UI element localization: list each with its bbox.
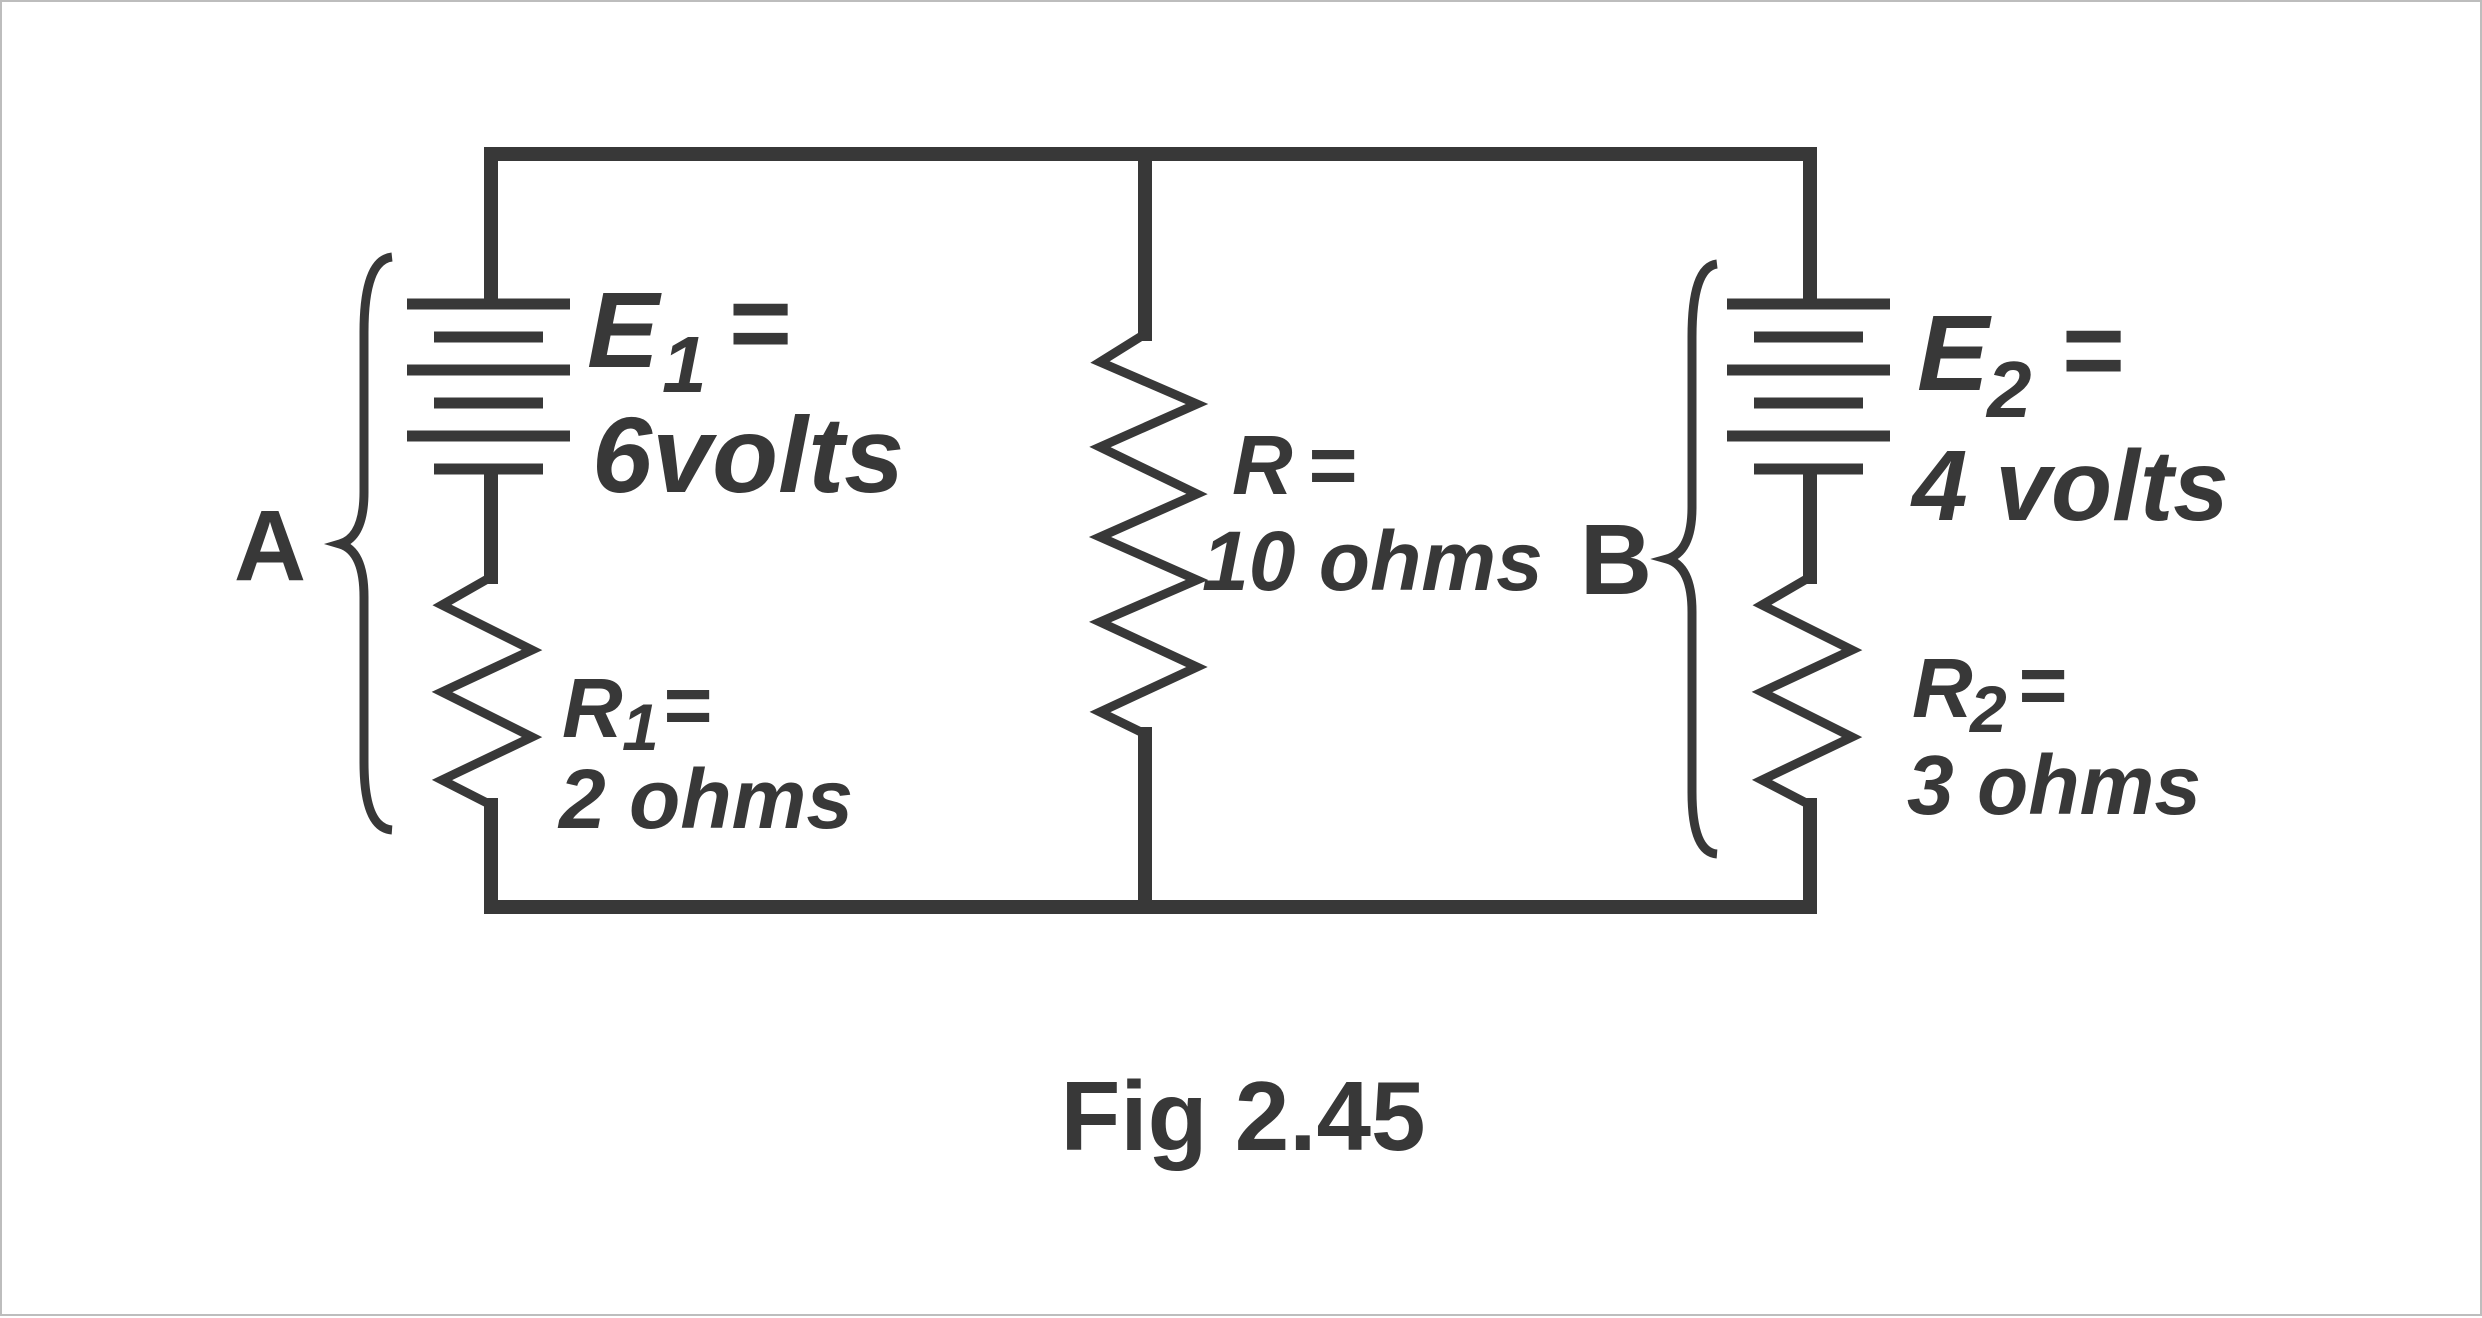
e1-value: 6volts: [592, 394, 904, 515]
r1-value: 2 ohms: [557, 752, 853, 846]
r-label: R = 10 ohms: [1202, 418, 1543, 608]
r1-subscript: 1: [622, 690, 659, 764]
e2-equals: =: [2060, 289, 2123, 410]
resistor-r-symbol: [1088, 330, 1209, 739]
e1-symbol: E: [587, 269, 662, 390]
r1-symbol: R: [562, 661, 623, 755]
e2-subscript: 2: [1985, 345, 2032, 434]
r2-equals: =: [2017, 638, 2066, 732]
e1-label: E 1 = 6volts: [587, 262, 904, 515]
brace-a: [323, 252, 394, 835]
e2-symbol: E: [1917, 292, 1992, 413]
circuit-wires: [484, 147, 1817, 914]
e1-subscript: 1: [662, 320, 707, 409]
brace-b: [1650, 259, 1719, 859]
r1-label: R 1 = 2 ohms: [557, 658, 853, 846]
r2-value: 3 ohms: [1907, 738, 2201, 832]
e1-equals: =: [727, 262, 790, 383]
node-b-label: B: [1580, 504, 1652, 616]
r-equals: =: [1307, 418, 1356, 512]
resistor-r1-symbol: [431, 573, 543, 810]
r2-symbol: R: [1912, 641, 1973, 735]
figure-caption: Fig 2.45: [1061, 1061, 1426, 1171]
e2-value: 4 volts: [1910, 430, 2229, 542]
battery-e1-symbol: [407, 298, 570, 475]
node-a-label: A: [234, 490, 306, 602]
r2-subscript: 2: [1968, 672, 2007, 746]
resistor-r2-symbol: [1751, 573, 1863, 809]
r2-label: R 2 = 3 ohms: [1907, 638, 2201, 832]
e2-label: E 2 = 4 volts: [1910, 289, 2229, 542]
r-symbol: R: [1232, 418, 1293, 512]
battery-e2-symbol: [1727, 298, 1890, 475]
r1-equals: =: [662, 658, 711, 752]
r-value: 10 ohms: [1202, 514, 1543, 608]
